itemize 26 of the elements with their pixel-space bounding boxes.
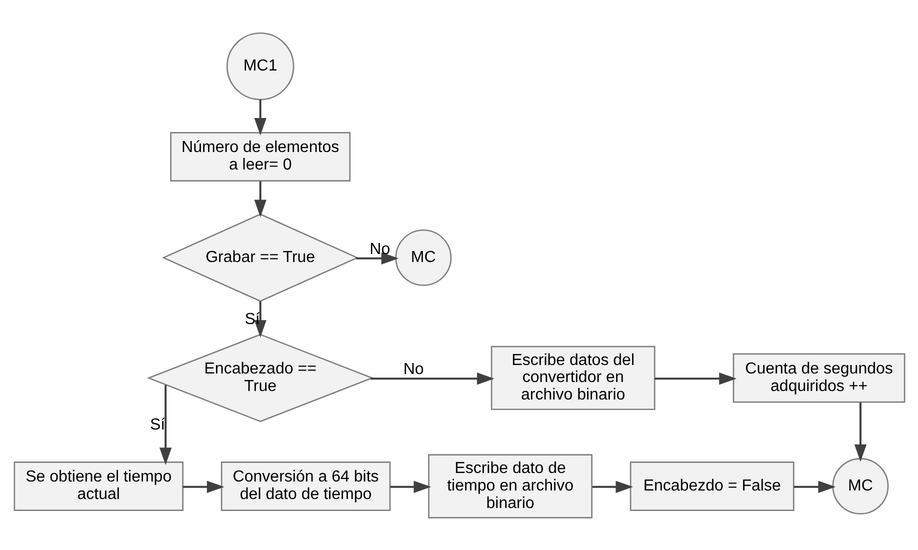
edge-label: No xyxy=(402,360,424,378)
node-box: Se obtiene el tiempo actual xyxy=(13,461,183,510)
node-circle: MC xyxy=(832,458,888,514)
arrow xyxy=(654,372,736,384)
arrow xyxy=(370,372,494,384)
edge-label: Sí xyxy=(244,310,260,328)
arrow xyxy=(254,180,266,217)
arrow xyxy=(793,480,836,492)
node-diamond: Grabar == True xyxy=(161,213,358,302)
node-box: Escribe dato de tiempo en archivo binario xyxy=(428,454,592,518)
arrow xyxy=(390,480,431,492)
node-box: Escribe datos del convertidor en archivo binario xyxy=(490,345,655,410)
arrow xyxy=(854,402,866,462)
arrow xyxy=(254,300,266,337)
node-box: Cuenta de segundos adquiridos ++ xyxy=(732,352,905,402)
arrow xyxy=(356,252,398,264)
node-box: Conversión a 64 bits del dato de tiempo xyxy=(220,461,390,510)
edge-label: No xyxy=(369,239,390,258)
arrow xyxy=(254,99,266,135)
arrow xyxy=(592,480,633,492)
node-circle: MC xyxy=(394,228,452,286)
node-box: Encabezdo = False xyxy=(629,461,794,510)
node-box: Número de elementos a leer= 0 xyxy=(170,132,350,181)
arrow xyxy=(182,480,224,492)
arrow xyxy=(159,384,172,464)
node-circle: MC1 xyxy=(226,32,294,100)
